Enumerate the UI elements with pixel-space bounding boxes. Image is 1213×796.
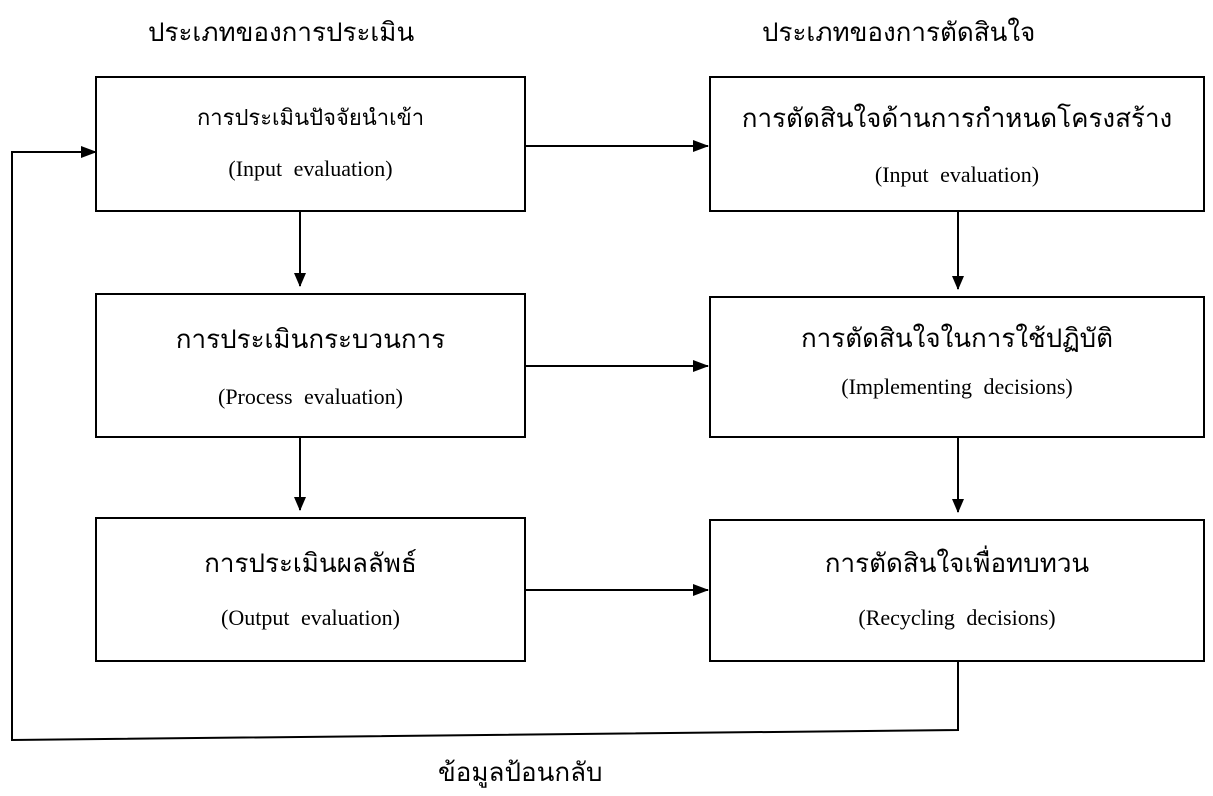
box-implementing-decisions: การตัดสินใจในการใช้ปฏิบัติ (Implementing… [709, 296, 1205, 438]
box-input-evaluation: การประเมินปัจจัยนำเข้า (Input evaluation… [95, 76, 526, 212]
box-output-evaluation-english: (Output evaluation) [221, 605, 400, 630]
box-structuring-decisions: การตัดสินใจด้านการกำหนดโครงสร้าง (Input … [709, 76, 1205, 212]
box-output-evaluation-thai: การประเมินผลลัพธ์ [204, 549, 417, 578]
feedback-label: ข้อมูลป้อนกลับ [438, 758, 603, 787]
heading-evaluation-types: ประเภทของการประเมิน [148, 18, 415, 47]
box-recycling-decisions-thai: การตัดสินใจเพื่อทบทวน [824, 549, 1090, 578]
feedback-loop-line [11, 146, 959, 742]
box-process-evaluation-thai: การประเมินกระบวนการ [175, 325, 446, 354]
box-structuring-decisions-english: (Input evaluation) [874, 162, 1040, 187]
box-input-evaluation-english: (Input evaluation) [228, 156, 393, 181]
heading-decision-types: ประเภทของการตัดสินใจ [762, 18, 1036, 47]
box-recycling-decisions: การตัดสินใจเพื่อทบทวน (Recycling decisio… [709, 519, 1205, 662]
box-structuring-decisions-thai: การตัดสินใจด้านการกำหนดโครงสร้าง [741, 104, 1173, 133]
box-input-evaluation-thai: การประเมินปัจจัยนำเข้า [196, 105, 425, 130]
box-recycling-decisions-english: (Recycling decisions) [858, 605, 1056, 630]
box-implementing-decisions-english: (Implementing decisions) [841, 374, 1073, 399]
box-output-evaluation: การประเมินผลลัพธ์ (Output evaluation) [95, 517, 526, 662]
box-process-evaluation: การประเมินกระบวนการ (Process evaluation) [95, 293, 526, 438]
box-implementing-decisions-thai: การตัดสินใจในการใช้ปฏิบัติ [800, 324, 1114, 353]
box-process-evaluation-english: (Process evaluation) [218, 384, 403, 409]
